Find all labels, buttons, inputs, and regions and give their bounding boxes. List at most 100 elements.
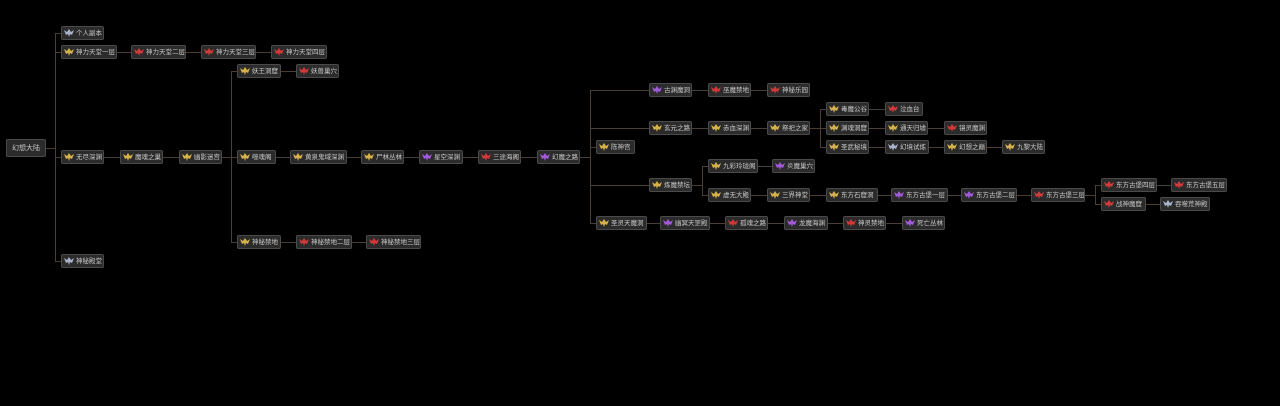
tree-node-huanxiangzhijing[interactable]: 幻想之巅 [944, 140, 987, 154]
tree-node-label: 幻想大陆 [12, 144, 40, 152]
red-emblem-icon [204, 48, 214, 56]
tree-node-yanmo[interactable]: 炎魔巢穴 [772, 159, 815, 173]
red-emblem-icon [134, 48, 144, 56]
gold-emblem-icon [652, 124, 662, 132]
tree-node-shengwu[interactable]: 圣武秘境 [826, 140, 869, 154]
tree-node-huangquan[interactable]: 黄泉鬼域深渊 [290, 150, 347, 164]
tree-node-mowang[interactable]: 魔魂之巢 [120, 150, 163, 164]
tree-node-longmo[interactable]: 龙魔海渊 [784, 216, 828, 230]
tree-node-label: 赤血深渊 [723, 124, 749, 132]
tree-node-label: 圣武秘境 [841, 143, 867, 151]
tree-node-sl1[interactable]: 神力天堂一层 [61, 45, 117, 59]
tree-node-dfg1[interactable]: 东方古堡一层 [891, 188, 948, 202]
tree-node-label: 毒魔公谷 [841, 105, 867, 113]
tree-node-label: 幻境试炼 [900, 143, 926, 151]
tree-node-sanjie[interactable]: 三途海阁 [478, 150, 521, 164]
purple-emblem-icon [894, 191, 904, 199]
tree-node-label: 炎魔巢穴 [787, 162, 813, 170]
tree-node-label: 幽冥天罡殿 [675, 219, 708, 227]
purple-emblem-icon [964, 191, 974, 199]
tree-node-wj[interactable]: 无尽深渊 [61, 150, 104, 164]
red-emblem-icon [1104, 200, 1114, 208]
tree-node-shenlin2[interactable]: 神秘禁地二层 [296, 235, 352, 249]
tree-node-sanli[interactable]: 三界神堂 [767, 188, 810, 202]
tree-node-xuanwu[interactable]: 虚无大殿 [708, 188, 751, 202]
tree-node-gulao[interactable]: 古渊魔洞 [649, 83, 692, 97]
red-emblem-icon [888, 105, 898, 113]
tree-node-label: 神力天堂四层 [286, 48, 325, 56]
red-emblem-icon [947, 124, 957, 132]
tree-node-yuanshu[interactable]: 渊魂洞窟 [826, 121, 869, 135]
tree-node-shenmi[interactable]: 神灵禁地 [843, 216, 886, 230]
tree-node-huanmo[interactable]: 幻魔之路 [537, 150, 580, 164]
tree-node-jiucai[interactable]: 九彩玲珑阁 [708, 159, 758, 173]
tree-node-jiujiao[interactable]: 镜灵魔渊 [944, 121, 987, 135]
tree-node-root[interactable]: 幻想大陆 [6, 139, 46, 157]
red-emblem-icon [711, 86, 721, 94]
tree-node-shenmu[interactable]: 神秘乐园 [767, 83, 810, 97]
tree-node-xuanhun[interactable]: 玄元之路 [649, 121, 692, 135]
tree-node-jinzhi[interactable]: 泣血台 [885, 102, 923, 116]
tree-node-shenlin1[interactable]: 神秘禁地 [237, 235, 281, 249]
tree-node-wumo[interactable]: 巫魔禁地 [708, 83, 751, 97]
tree-node-label: 神秘殿堂 [76, 257, 102, 265]
gold-emblem-icon [599, 143, 609, 151]
tree-node-label: 东方古堡三层 [1046, 191, 1085, 199]
tree-node-dongfangshi[interactable]: 东方石窟洞 [826, 188, 878, 202]
red-emblem-icon [1034, 191, 1044, 199]
silver-emblem-icon [64, 29, 74, 37]
tree-node-dfg5[interactable]: 东方古堡五层 [1171, 178, 1227, 192]
tree-node-sl4[interactable]: 神力天堂四层 [271, 45, 327, 59]
tree-node-xingkong[interactable]: 星空深渊 [419, 150, 463, 164]
tree-node-label: 镜灵魔渊 [959, 124, 985, 132]
tree-node-dfg4[interactable]: 东方古堡四层 [1101, 178, 1157, 192]
tree-node-qianqiu[interactable]: 赤血深渊 [708, 121, 751, 135]
tree-node-label: 幻想之巅 [959, 143, 985, 151]
tree-node-label: 个人副本 [76, 29, 102, 37]
gold-emblem-icon [711, 124, 721, 132]
tree-node-label: 龙魔海渊 [799, 219, 825, 227]
tree-node-yaoshou[interactable]: 妖兽巢穴 [296, 64, 339, 78]
tree-node-geren[interactable]: 个人副本 [61, 26, 104, 40]
tree-node-shenhun[interactable]: 吞噬荒神殿 [1160, 197, 1210, 211]
tree-node-label: 古渊魔洞 [664, 86, 690, 94]
tree-node-label: 战神魔窟 [1116, 200, 1142, 208]
tree-node-guhun[interactable]: 孤魂之路 [725, 216, 768, 230]
tree-node-qixing[interactable]: 炼魔禁坛 [649, 178, 692, 192]
tree-node-dumo[interactable]: 毒魔公谷 [826, 102, 869, 116]
tree-node-sl2[interactable]: 神力天堂二层 [131, 45, 186, 59]
tree-node-label: 祭祀之家 [782, 124, 808, 132]
tree-node-yaowang[interactable]: 妖王洞窟 [237, 64, 281, 78]
tree-node-label: 神力天堂一层 [76, 48, 115, 56]
tree-node-shiye[interactable]: 尸林丛林 [361, 150, 404, 164]
red-emblem-icon [770, 86, 780, 94]
tree-node-shenmiying[interactable]: 神秘殿堂 [61, 254, 104, 268]
tree-node-shanhun[interactable]: 噬魂阁 [237, 150, 276, 164]
tree-node-zhuling[interactable]: 祭祀之家 [767, 121, 810, 135]
tree-node-dfg2[interactable]: 东方古堡二层 [961, 188, 1017, 202]
tree-node-youming[interactable]: 幽冥天罡殿 [660, 216, 710, 230]
red-emblem-icon [728, 219, 738, 227]
tree-node-label: 魔魂之巢 [135, 153, 161, 161]
gold-emblem-icon [711, 162, 721, 170]
gold-emblem-icon [829, 143, 839, 151]
tree-node-label: 吞噬荒神殿 [1175, 200, 1208, 208]
tree-node-label: 东方石窟洞 [841, 191, 874, 199]
gold-emblem-icon [64, 48, 74, 56]
tree-node-dfg3[interactable]: 东方古堡三层 [1031, 188, 1085, 202]
tree-node-shengling[interactable]: 圣灵天魔洞 [596, 216, 647, 230]
tree-node-label: 神力天堂二层 [146, 48, 185, 56]
tree-node-chenshen[interactable]: 陈神宫 [596, 140, 635, 154]
tree-node-yingying[interactable]: 幽影迷宫 [179, 150, 222, 164]
gold-emblem-icon [293, 153, 303, 161]
tree-node-huanjingshilian[interactable]: 幻境试炼 [885, 140, 929, 154]
gold-emblem-icon [652, 181, 662, 189]
tree-node-zhanshen[interactable]: 战神魔窟 [1101, 197, 1146, 211]
red-emblem-icon [369, 238, 379, 246]
tree-node-sl3[interactable]: 神力天堂三层 [201, 45, 256, 59]
tree-node-shenlin3[interactable]: 神秘禁地三层 [366, 235, 421, 249]
tree-node-tiantian[interactable]: 通天归墟 [885, 121, 928, 135]
tree-node-jiuxiang[interactable]: 九黎大陆 [1002, 140, 1045, 154]
tree-node-siwang[interactable]: 死亡丛林 [902, 216, 945, 230]
